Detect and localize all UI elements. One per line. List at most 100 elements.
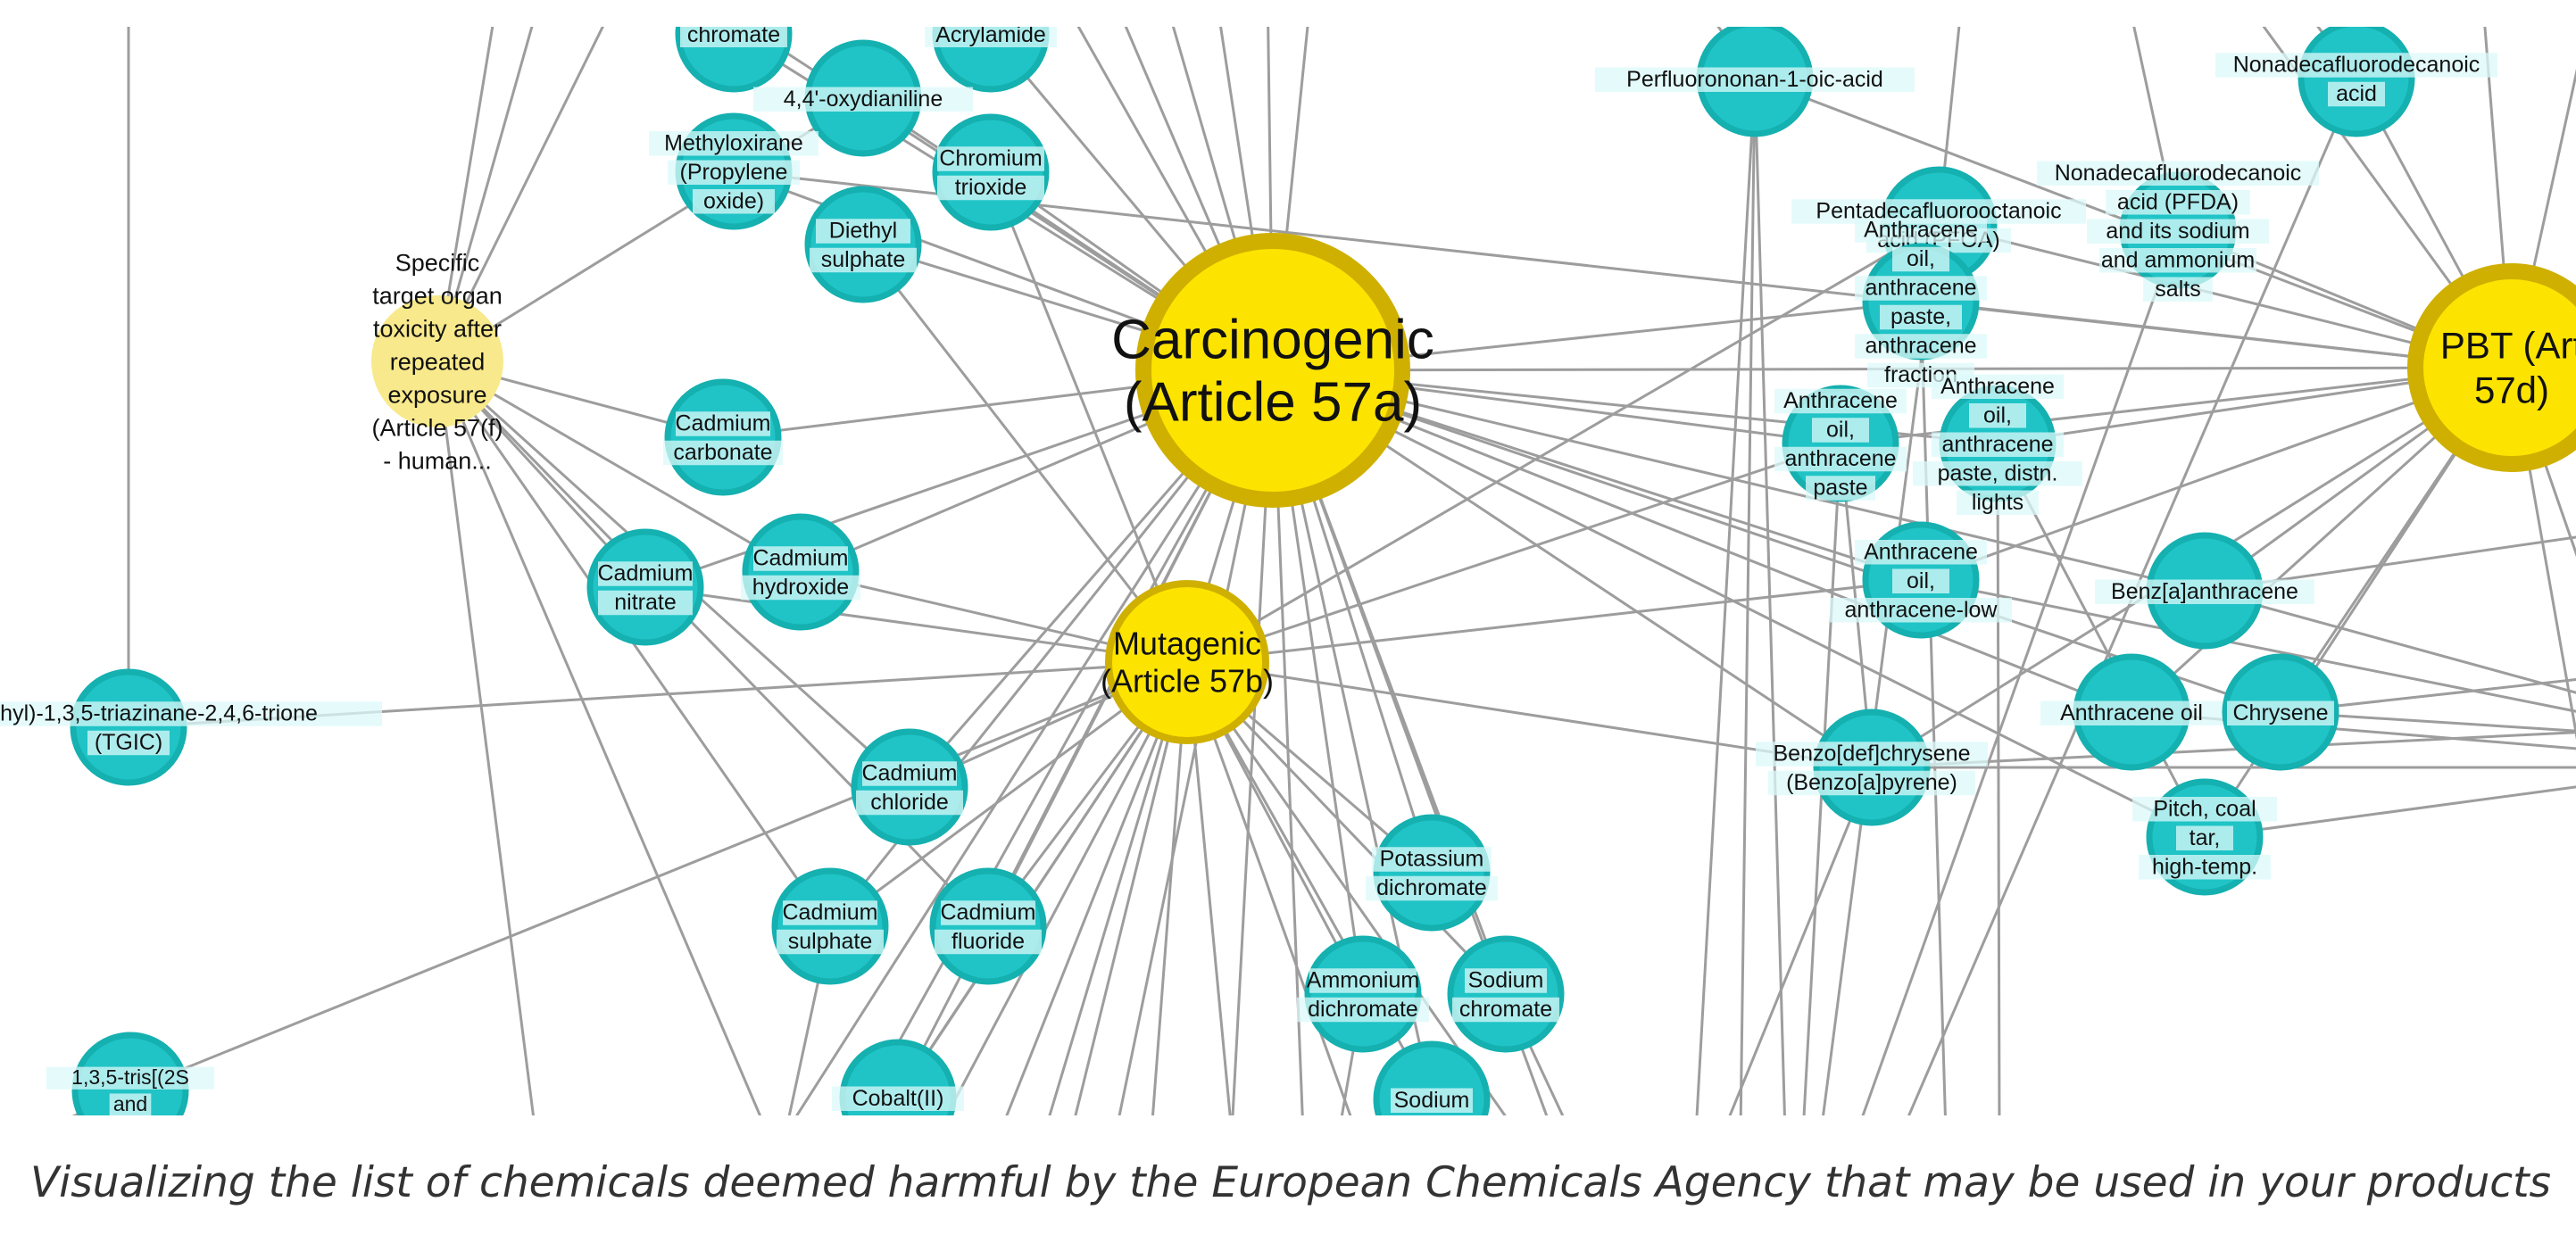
node-circle[interactable] [586,528,704,646]
category-node-carcinogenic[interactable]: Carcinogenic(Article 57a) [1111,233,1434,508]
label-backdrop [1892,568,1949,593]
node-label-line: fluoride [951,929,1025,954]
label-backdrop [109,1093,152,1115]
node-label-line: (Article 57b) [1101,663,1274,700]
substance-node-anthracene-oil[interactable]: Anthracene oil [2040,653,2223,771]
node-label-line: paste [1813,476,1867,501]
node-label-line: (Propylene [680,160,788,185]
node-circle[interactable] [1813,709,1931,826]
label-backdrop [856,790,963,816]
edge-benzo-pyrene-offscreen-55 [1728,767,1874,1115]
node-circle[interactable] [771,867,889,985]
node-label-line: paste, [1890,304,1951,329]
node-label-line: hydroxide [752,575,849,600]
node-label-line: Specific [395,249,480,276]
node-label-line: oil, [1826,418,1855,443]
label-backdrop [87,730,170,756]
node-circle[interactable] [929,867,1047,985]
node-label-line: oil, [1907,568,1935,593]
chemical-network-svg[interactable]: chromate Acrylamide4,4'-oxydianilineMethy… [0,27,2576,1115]
substance-node-cobalt[interactable]: Cobalt(II) [832,1039,964,1115]
node-circle[interactable] [2407,263,2576,472]
edge-mutagenic-offscreen-14 [944,661,1189,1115]
node-circle[interactable] [1447,935,1565,1053]
label-backdrop [1774,446,1907,472]
substance-node-benzo-pyrene[interactable]: Benzo[def]chrysene (Benzo[a]pyrene) [1756,709,1988,826]
node-label-line: Anthracene oil [2060,700,2203,725]
node-label-line: (Benzo[a]pyrene) [1786,770,1957,795]
substance-node-perfluorononanoic[interactable]: Perfluorononan-1-oic-acid [1595,27,1915,137]
node-label-line: Benzo[def]chrysene [1774,742,1971,767]
node-label-line: toxicity after [373,315,502,342]
node-label-line: Nonadecafluorodecanoic [2055,161,2302,186]
node-label-line: anthracene [1941,432,2053,457]
node-label-line: and its sodium [2106,219,2249,244]
edge-carcinogenic-anthracene-oil [1272,369,2132,714]
node-label-line: Nonadecafluorodecanoic [2233,53,2480,78]
node-circle[interactable] [742,513,860,631]
substance-node-chromate[interactable]: chromate [675,27,793,93]
node-circle[interactable] [804,186,922,303]
node-circle[interactable] [70,668,187,786]
label-backdrop [2087,219,2269,244]
substance-node-sodium[interactable]: Sodium [1373,1040,1491,1115]
node-label-line: Pitch, coal [2153,796,2256,821]
node-label-line: and ammonium [2101,247,2255,272]
substance-node-tgic[interactable]: -ylmethyl)-1,3,5-triazinane-2,4,6-trione… [0,668,382,786]
edge-pbt-anthracene-oil-low [1920,366,2513,582]
node-circle[interactable] [371,295,503,427]
label-backdrop [2176,825,2233,850]
node-circle[interactable] [1135,233,1410,508]
node-circle[interactable] [1105,580,1269,744]
node-label-line: sulphate [821,247,906,272]
label-backdrop [925,27,1057,47]
label-backdrop [2143,277,2213,302]
label-backdrop [1932,432,2064,457]
node-circle[interactable] [1373,814,1491,932]
node-circle[interactable] [2298,27,2415,137]
node-circle[interactable] [1304,935,1422,1053]
node-circle[interactable] [851,728,968,846]
label-backdrop [598,561,693,586]
substance-node-benz-anthracene[interactable]: Benz[a]anthracene [2095,532,2314,650]
node-label-line: carbonate [673,440,772,465]
node-circle[interactable] [932,113,1050,231]
label-backdrop [816,219,910,244]
substance-node-oxydianiline[interactable]: 4,4'-oxydianiline [753,39,973,157]
node-label-line: sulphate [788,929,873,954]
label-backdrop [668,160,800,185]
substance-node-acrylamide[interactable]: Acrylamide [925,27,1057,93]
substance-node-chrysene[interactable]: Chrysene [2222,653,2339,771]
category-node-mutagenic[interactable]: Mutagenic(Article 57b) [1101,580,1274,744]
node-label-line: Chrysene [2233,700,2329,725]
node-circle[interactable] [664,378,782,496]
node-label-line: salts [2155,277,2200,302]
label-backdrop [1830,598,2012,623]
label-backdrop [1366,875,1498,901]
node-label-line: anthracene [1865,276,1976,301]
node-label-line: chromate [1459,997,1552,1022]
label-backdrop [1855,540,1987,565]
